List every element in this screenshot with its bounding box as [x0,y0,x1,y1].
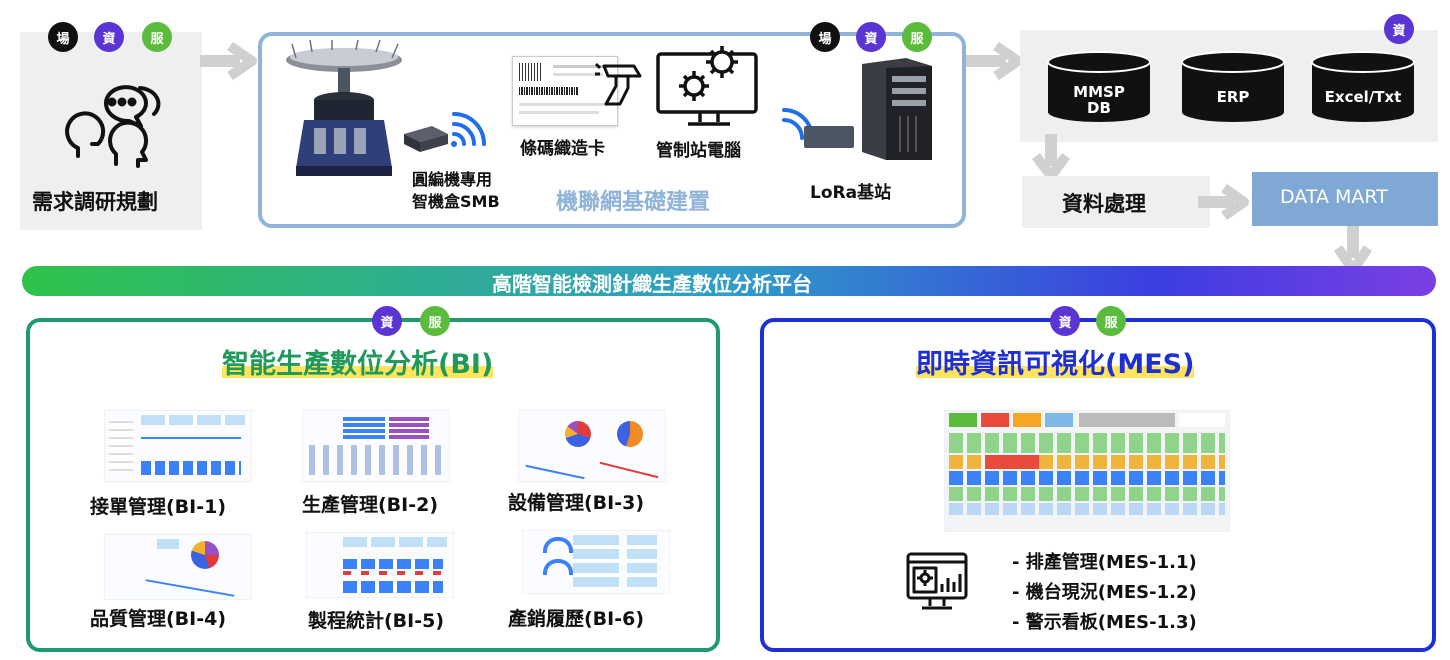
bi-dashboard-thumbnail [104,410,252,482]
field-badge: 場 [48,22,78,52]
bi-item-label: 產銷履歷(BI-6) [508,608,645,630]
bi-item-label: 設備管理(BI-3) [508,492,645,514]
report-dashboard-icon [904,548,970,618]
smb-box-icon [402,124,450,158]
wifi-icon [448,110,488,154]
field-badge: 場 [810,22,840,52]
control-pc-gear-icon [654,40,766,136]
bi-dashboard-thumbnail [522,530,670,594]
data-mart-label: DATA MART [1280,186,1388,208]
mes-item: - 警示看板(MES-1.3) [1012,612,1197,633]
service-badge: 服 [902,22,932,52]
bi-dashboard-thumbnail [306,532,454,598]
bi-item-label: 品質管理(BI-4) [90,608,227,630]
database-cylinder: Excel/Txt [1310,50,1416,124]
service-badge: 服 [1096,306,1126,336]
service-badge: 服 [420,306,450,336]
data-badge: 資 [372,306,402,336]
server-tower-image [856,56,936,166]
database-label: ERP [1216,88,1250,106]
bi-dashboard-thumbnail [518,410,666,482]
data-badge: 資 [1384,14,1414,44]
mes-item-list: - 排產管理(MES-1.1) - 機台現況(MES-1.2) - 警示看板(M… [1012,548,1197,638]
data-processing-box [1022,176,1210,228]
mes-dashboard-thumbnail [944,410,1230,532]
stage1-label: 需求調研規劃 [32,190,158,214]
barcode-scanner-icon [594,58,654,122]
lora-gateway-image [804,126,854,148]
database-label: MMSP DB [1073,83,1125,117]
database-label: Excel/Txt [1324,88,1402,106]
discussion-icon [48,70,163,174]
bi-item-label: 生產管理(BI-2) [302,494,439,516]
smb-label-line1: 圓編機專用 [412,170,493,189]
barcode-card-image [512,56,618,126]
arrow-right-icon [1196,182,1252,222]
bi-dashboard-thumbnail [104,534,252,600]
barcode-label: 條碼織造卡 [520,139,605,159]
arrow-down-icon [1030,132,1072,182]
data-badge: 資 [94,22,124,52]
bi-item-label: 製程統計(BI-5) [308,610,445,632]
data-processing-label: 資料處理 [1062,192,1146,216]
database-cylinder: MMSP DB [1046,50,1152,124]
bi-dashboard-thumbnail [302,410,450,482]
data-badge: 資 [856,22,886,52]
data-mart-box [1252,172,1438,226]
database-cylinder: ERP [1180,50,1286,124]
mes-title: 即時資訊可視化(MES) [916,342,1195,381]
platform-title: 高階智能檢測針織生產數位分析平台 [492,272,812,296]
service-badge: 服 [142,22,172,52]
arrow-right-icon [196,40,258,82]
bi-title: 智能生產數位分析(BI) [222,342,494,381]
control-pc-label: 管制站電腦 [656,141,741,161]
stage2-title: 機聯網基礎建置 [556,190,711,215]
platform-bar [22,266,1436,296]
circular-knitting-machine-image [282,39,407,184]
data-badge: 資 [1050,306,1080,336]
lora-label: LoRa基站 [810,183,892,203]
mes-item: - 排產管理(MES-1.1) [1012,552,1197,573]
mes-item: - 機台現況(MES-1.2) [1012,582,1197,603]
smb-label-line2: 智機盒SMB [412,192,500,211]
bi-item-label: 接單管理(BI-1) [90,496,227,518]
arrow-right-icon [962,40,1024,82]
